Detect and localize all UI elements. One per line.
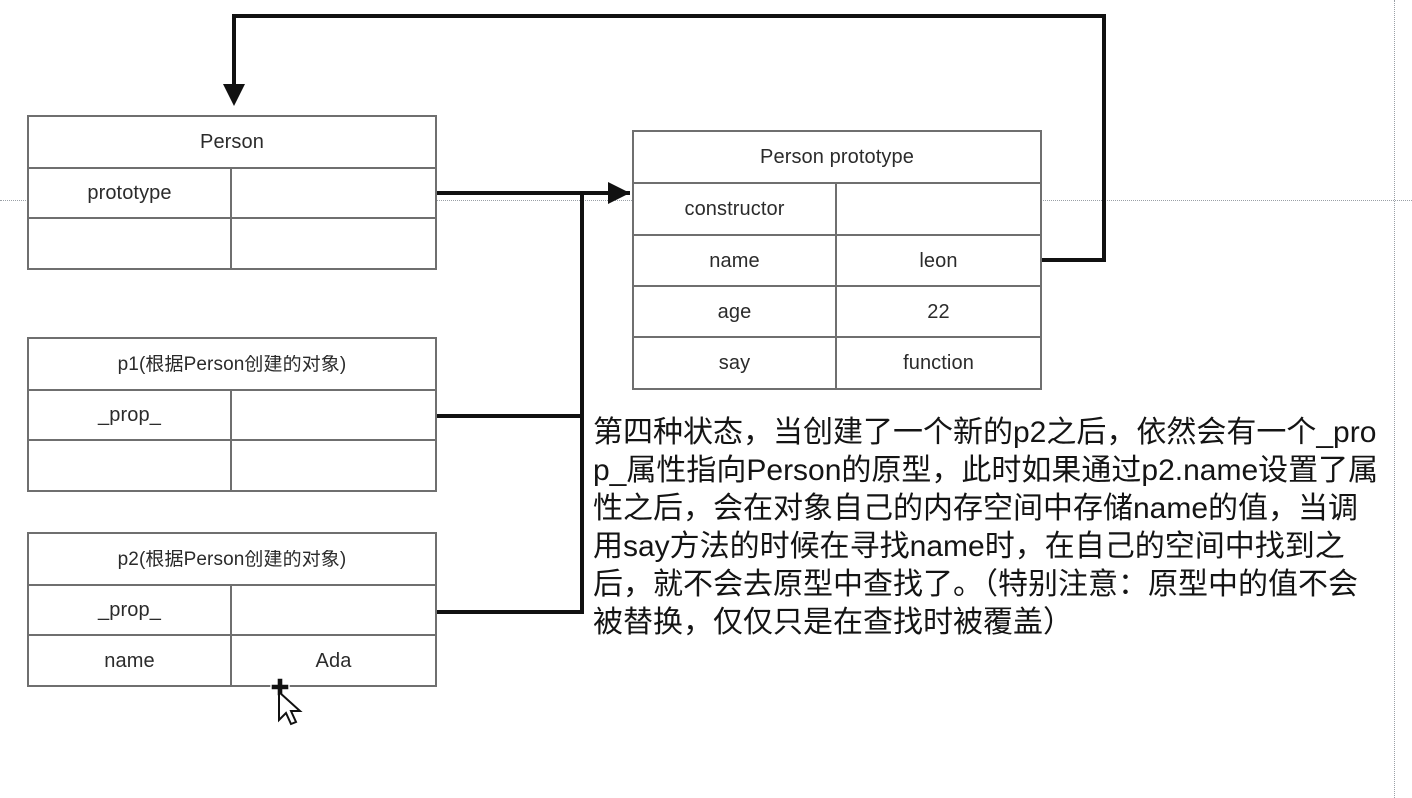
box-p1-row0-key: _prop_: [98, 404, 161, 426]
box-person-prototype-title-row: Person prototype: [634, 132, 1040, 184]
box-p1[interactable]: p1(根据Person创建的对象) _prop_: [27, 337, 437, 492]
table-row[interactable]: prototype: [29, 169, 435, 219]
box-person-prototype-row3-val-cell: function: [837, 338, 1040, 388]
box-person-prototype-row2-key-cell: age: [634, 287, 837, 336]
mouse-cursor-icon: [265, 672, 309, 728]
box-person-prototype-row0-val-cell: [837, 184, 1040, 234]
box-p2-title: p2(根据Person创建的对象): [117, 549, 347, 569]
box-p1-row0-val-cell: [232, 391, 435, 439]
box-person-prototype-row2-val-cell: 22: [837, 287, 1040, 336]
box-person-row0-val-cell: [232, 169, 435, 217]
box-person-prototype-title-cell: Person prototype: [634, 147, 1040, 167]
table-row[interactable]: name Ada: [29, 636, 435, 685]
connector-back-vertical-right: [1102, 14, 1106, 260]
connector-back-horizontal-top: [232, 14, 1106, 18]
box-person-prototype-row1-key-cell: name: [634, 236, 837, 285]
connector-prototype-arrowhead-icon: [608, 182, 630, 204]
box-person-prototype-row2-val: 22: [927, 300, 950, 323]
box-p1-title: p1(根据Person创建的对象): [117, 354, 347, 374]
table-row[interactable]: say function: [634, 338, 1040, 388]
connector-prototype-line: [328, 191, 630, 195]
explanation-note: 第四种状态，当创建了一个新的p2之后，依然会有一个_prop_属性指向Perso…: [593, 416, 1379, 639]
table-row[interactable]: [29, 441, 435, 490]
table-row[interactable]: constructor: [634, 184, 1040, 236]
box-p2-title-cell: p2(根据Person创建的对象): [29, 550, 435, 569]
box-p2-row0-val-cell: [232, 586, 435, 634]
box-p1-title-row: p1(根据Person创建的对象): [29, 339, 435, 391]
table-row[interactable]: _prop_: [29, 586, 435, 636]
box-p2-row1-key-cell: name: [29, 636, 232, 685]
box-p2-row1-key: name: [104, 649, 155, 672]
box-person-prototype-row1-val: leon: [919, 249, 958, 272]
box-person-prototype-row3-key-cell: say: [634, 338, 837, 388]
connector-p2-prop-line: [362, 610, 584, 614]
box-person-prototype-row0-key-cell: constructor: [634, 184, 837, 234]
box-person-prototype-row0-key: constructor: [684, 198, 785, 220]
connector-p1-prop-line: [384, 414, 584, 418]
box-person-title-row: Person: [29, 117, 435, 169]
box-person-prototype-row2-key: age: [717, 300, 752, 323]
box-p1-row1-key-cell: [29, 441, 232, 490]
box-person-row1-key-cell: [29, 219, 232, 268]
connector-back-horizontal-lower: [1040, 258, 1106, 262]
box-person-row1-val-cell: [232, 219, 435, 268]
box-person-prototype-row3-val: function: [903, 352, 974, 374]
box-p1-row1-val-cell: [232, 441, 435, 490]
table-row[interactable]: _prop_: [29, 391, 435, 441]
box-person-prototype-title: Person prototype: [760, 147, 914, 167]
table-row[interactable]: name leon: [634, 236, 1040, 287]
box-person-title: Person: [200, 132, 264, 152]
box-person-title-cell: Person: [29, 132, 435, 152]
box-p1-title-cell: p1(根据Person创建的对象): [29, 355, 435, 374]
table-row[interactable]: age 22: [634, 287, 1040, 338]
box-person[interactable]: Person prototype: [27, 115, 437, 270]
box-p2-row1-val-cell: Ada: [232, 636, 435, 685]
box-person-row0-key: prototype: [87, 182, 172, 204]
box-p2[interactable]: p2(根据Person创建的对象) _prop_ name Ada: [27, 532, 437, 687]
box-p2-title-row: p2(根据Person创建的对象): [29, 534, 435, 586]
box-p2-row1-val: Ada: [315, 649, 352, 672]
box-person-prototype-row3-key: say: [718, 352, 751, 374]
box-p2-row0-key: _prop_: [98, 599, 161, 621]
box-person-prototype-row1-key: name: [709, 249, 760, 272]
table-row[interactable]: [29, 219, 435, 268]
box-person-prototype[interactable]: Person prototype constructor name leon a…: [632, 130, 1042, 390]
box-p1-row0-key-cell: _prop_: [29, 391, 232, 439]
vertical-guideline: [1394, 0, 1395, 798]
connector-back-vertical-left: [232, 14, 236, 86]
box-person-row0-key-cell: prototype: [29, 169, 232, 217]
connector-prop-vertical: [580, 191, 584, 614]
box-person-prototype-row1-val-cell: leon: [837, 236, 1040, 285]
box-p2-row0-key-cell: _prop_: [29, 586, 232, 634]
connector-back-arrowhead-icon: [223, 84, 245, 106]
